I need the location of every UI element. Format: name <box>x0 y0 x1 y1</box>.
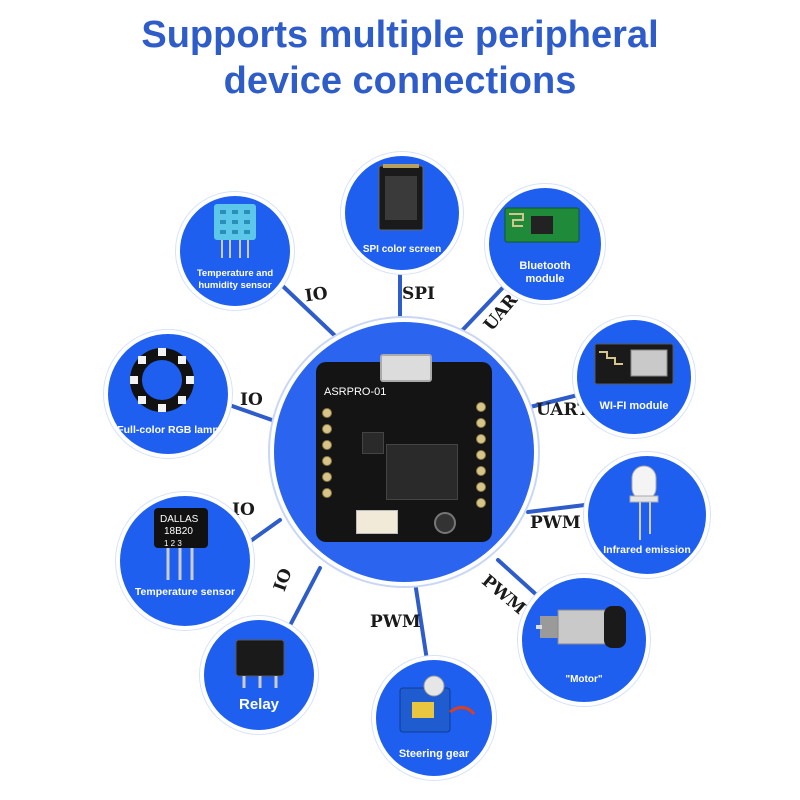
peripheral-label: Temperature and humidity sensor <box>196 268 274 291</box>
peripheral-label: Relay <box>238 696 280 713</box>
pin <box>322 456 332 466</box>
bluetooth-module-icon <box>504 207 580 243</box>
page-title: Supports multiple peripheral device conn… <box>0 12 800 104</box>
line-relay <box>283 566 322 637</box>
pin <box>476 466 486 476</box>
pin <box>476 434 486 444</box>
pin <box>322 424 332 434</box>
pin <box>476 498 486 508</box>
protocol-label-io-2: IO <box>240 390 263 410</box>
protocol-label-spi: SPI <box>402 284 436 304</box>
peripheral-label: WI-FI module <box>599 400 669 412</box>
line-infrared <box>526 503 587 514</box>
protocol-label-pwm-3: PWM <box>370 612 421 632</box>
pin <box>322 408 332 418</box>
peripheral-spi-screen: SPI color screen <box>341 152 463 274</box>
peripheral-infrared: Infrared emission <box>584 452 710 578</box>
pin <box>322 472 332 482</box>
dht-sensor-icon <box>214 204 256 258</box>
relay-icon <box>235 639 285 688</box>
peripheral-label: Infrared emission <box>603 544 691 556</box>
motor-icon <box>536 606 626 648</box>
pin <box>476 482 486 492</box>
ds18b20-icon: DALLAS 18B20 1 2 3 <box>154 508 208 580</box>
pin <box>322 488 332 498</box>
peripheral-label: Steering gear <box>398 748 470 760</box>
board-label: ASRPRO-01 <box>324 386 387 398</box>
peripheral-bluetooth: Bluetooth module <box>485 184 605 304</box>
line-motor <box>496 558 542 600</box>
pin <box>476 450 486 460</box>
peripheral-motor: "Motor" <box>518 574 650 706</box>
peripheral-temp-sensor: DALLAS 18B20 1 2 3 Temperature sensor <box>116 492 254 630</box>
line-bluetooth <box>453 278 512 340</box>
peripheral-label: Bluetooth module <box>519 260 571 285</box>
pin <box>476 418 486 428</box>
title-line-2: device connections <box>223 60 577 102</box>
servo-icon <box>399 675 476 733</box>
peripheral-label: Full-color RGB lamp <box>117 424 219 436</box>
peripheral-rgb-lamp: Full-color RGB lamp <box>104 330 232 458</box>
protocol-label-io-1: IO <box>303 283 330 307</box>
wifi-module-icon <box>594 343 674 385</box>
title-line-1: Supports multiple peripheral <box>141 14 659 56</box>
asrpro-board: ASRPRO-01 <box>316 354 492 542</box>
board-chip-main <box>386 444 458 500</box>
microphone-icon <box>434 512 456 534</box>
chip-text-2: 18B20 <box>164 526 193 537</box>
chip-text-3: 1 2 3 <box>164 539 182 548</box>
lcd-screen-icon <box>378 164 424 231</box>
protocol-label-pwm-1: PWM <box>530 513 581 533</box>
usb-port-icon <box>380 354 432 382</box>
peripheral-label: "Motor" <box>565 674 603 685</box>
peripheral-label: Temperature sensor <box>134 586 236 598</box>
peripheral-steering: Steering gear <box>372 656 496 780</box>
peripheral-relay: Relay <box>200 616 318 734</box>
center-board-circle: ASRPRO-01 <box>270 318 538 586</box>
speaker-connector-icon <box>356 510 398 534</box>
line-wifi <box>524 393 580 410</box>
ir-led-icon <box>629 465 659 540</box>
board-chip-small <box>362 432 384 454</box>
rgb-ring-icon <box>130 348 194 412</box>
chip-text-1: DALLAS <box>160 514 199 525</box>
protocol-label-io-3: IO <box>232 500 255 520</box>
peripheral-label: SPI color screen <box>362 244 442 255</box>
pin <box>322 440 332 450</box>
protocol-label-uart-2: UART <box>536 400 590 420</box>
pin <box>476 402 486 412</box>
peripheral-temp-humidity: Temperature and humidity sensor <box>176 192 294 310</box>
peripheral-wifi: WI-FI module <box>573 316 695 438</box>
